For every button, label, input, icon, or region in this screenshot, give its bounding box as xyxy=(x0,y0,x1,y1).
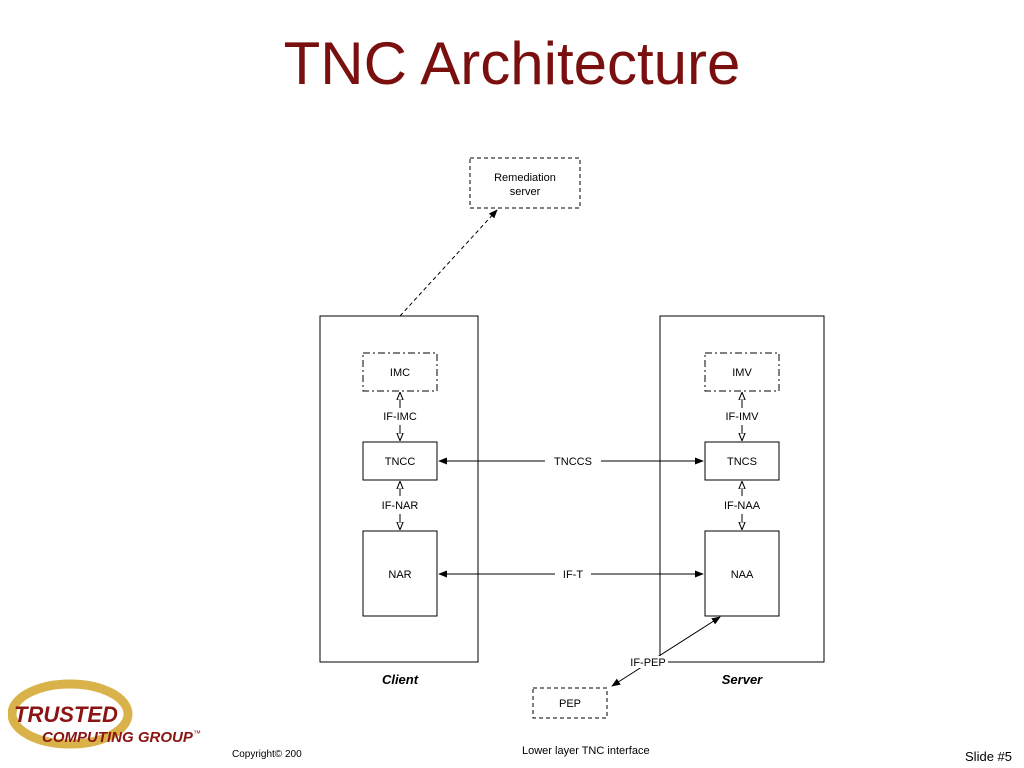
client-label: Client xyxy=(382,672,419,687)
if-imc-label: IF-IMC xyxy=(383,411,417,423)
imv-label: IMV xyxy=(732,367,752,379)
remediation-server-label-line1: Remediation xyxy=(494,172,556,184)
naa-box xyxy=(704,530,780,617)
tnccs-label: TNCCS xyxy=(554,456,592,468)
remediation-server-label-line2: server xyxy=(510,186,541,198)
slide-title: TNC Architecture xyxy=(283,30,741,97)
pep-label: PEP xyxy=(559,698,581,710)
client-box xyxy=(319,315,479,663)
trusted-computing-group-logo: TRUSTED COMPUTING GROUP ™ xyxy=(8,679,201,749)
nar-label: NAR xyxy=(388,569,411,581)
if-imv-label: IF-IMV xyxy=(726,411,760,423)
logo-line2: COMPUTING GROUP xyxy=(42,729,194,746)
tncc-label: TNCC xyxy=(385,456,416,468)
if-t-label: IF-T xyxy=(563,569,583,581)
logo-trademark: ™ xyxy=(193,729,201,738)
pep-box xyxy=(532,687,608,719)
naa-label: NAA xyxy=(731,569,754,581)
server-box xyxy=(659,315,825,663)
if-pep-link xyxy=(611,616,721,687)
remediation-server-box xyxy=(469,157,581,209)
imv-box xyxy=(704,352,780,392)
remediation-link xyxy=(399,209,498,317)
if-nar-label: IF-NAR xyxy=(382,500,419,512)
logo-line1: TRUSTED xyxy=(14,702,118,727)
copyright-text: Copyright© 200 xyxy=(232,749,302,760)
footer-caption: Lower layer TNC interface xyxy=(522,745,650,757)
if-pep-label-bg xyxy=(628,656,668,668)
tncc-box xyxy=(362,441,438,481)
tncs-label: TNCS xyxy=(727,456,757,468)
if-naa-label: IF-NAA xyxy=(724,500,761,512)
if-pep-label: IF-PEP xyxy=(630,657,665,669)
nar-box xyxy=(362,530,438,617)
tncs-box xyxy=(704,441,780,481)
imc-box xyxy=(362,352,438,392)
logo-swoosh xyxy=(8,679,133,749)
imc-label: IMC xyxy=(390,367,410,379)
server-label: Server xyxy=(722,672,763,687)
slide-number: Slide #5 xyxy=(965,749,1012,764)
